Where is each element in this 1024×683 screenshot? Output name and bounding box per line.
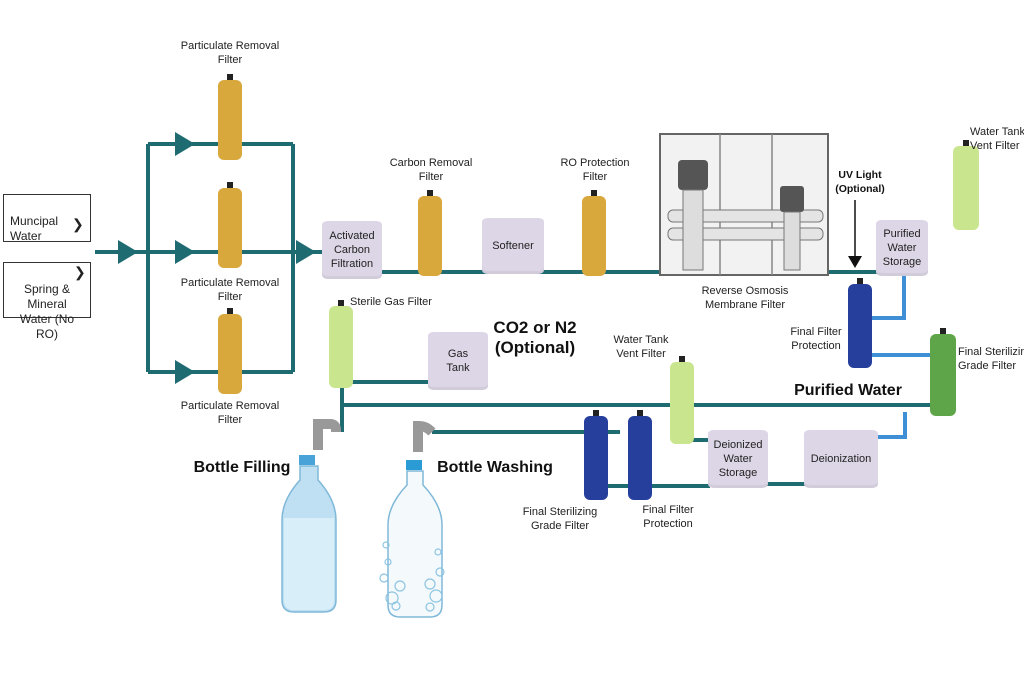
- municipal-water-label: Muncipal Water: [10, 214, 59, 243]
- particulate-filter-bot-label: Particulate Removal Filter: [180, 400, 280, 426]
- purified-water-label: Purified Water: [794, 382, 902, 399]
- vent-filter-top: [953, 146, 979, 230]
- activated-carbon-tank: Activated Carbon Filtration: [322, 221, 382, 279]
- final-sterilizing-bottom-label: Final Sterilizing Grade Filter: [522, 506, 598, 532]
- sterile-gas-label: Sterile Gas Filter: [350, 296, 432, 308]
- deionization-tank: Deionization: [804, 430, 878, 488]
- ro-protection-filter: [582, 196, 606, 276]
- chevron-right-icon: ❯: [74, 264, 86, 280]
- filter-caps: [227, 74, 969, 416]
- particulate-filter-top: [218, 80, 242, 160]
- arrow-to-carbon: [296, 240, 316, 264]
- final-sterilizing-filter-bottom: [584, 416, 608, 500]
- washing-nozzle: [413, 421, 436, 452]
- storage-to-final-protection-pipe: [870, 272, 906, 320]
- arrow-mid-branch: [175, 240, 195, 264]
- final-filter-protection-top-label: Final Filter Protection: [790, 326, 842, 352]
- softener-tank: Softener: [482, 218, 544, 274]
- uv-light-label: UV Light (Optional): [835, 169, 885, 195]
- carbon-removal-filter: [418, 196, 442, 276]
- final-sterilizing-right-label: Final Sterilizing Grade Filter: [958, 346, 1024, 372]
- bottle-filling-label: Bottle Filling: [193, 459, 291, 476]
- arrow-bot-branch: [175, 360, 195, 384]
- deionization-return-pipe: [878, 412, 907, 439]
- final-sterilizing-filter-right: [930, 334, 956, 416]
- carbon-removal-label: Carbon Removal Filter: [389, 157, 473, 183]
- particulate-filter-bot: [218, 314, 242, 394]
- washing-bottle: [379, 460, 445, 618]
- filters: [218, 80, 979, 500]
- spring-water-box: Spring & Mineral Water (No RO): [3, 262, 91, 341]
- reverse-osmosis-unit: [659, 133, 829, 276]
- particulate-filter-top-label: Particulate Removal Filter: [180, 40, 280, 66]
- flow-arrows: [118, 132, 316, 384]
- arrow-top-branch: [175, 132, 195, 156]
- filling-bottle: [281, 455, 337, 613]
- arrow-inlet: [118, 240, 138, 264]
- particulate-filter-mid-label: Particulate Removal Filter: [180, 277, 280, 303]
- sterile-gas-filter: [329, 306, 353, 388]
- final-protection-filter-top: [848, 284, 872, 368]
- purified-water-storage-tank: Purified Water Storage: [876, 220, 928, 276]
- final-filter-protection-bottom-label: Final Filter Protection: [642, 504, 694, 530]
- ro-protection-label: RO Protection Filter: [560, 157, 630, 183]
- particulate-filter-mid: [218, 188, 242, 268]
- co2-n2-label: CO2 or N2 (Optional): [493, 318, 577, 357]
- municipal-water-box: Muncipal Water: [3, 194, 91, 243]
- vent-filter-mid-label: Water Tank Vent Filter: [613, 334, 669, 360]
- uv-arrow-head: [848, 256, 862, 268]
- gas-tank: Gas Tank: [428, 332, 488, 390]
- bottle-washing-label: Bottle Washing: [437, 459, 553, 476]
- deionized-water-storage-tank: Deionized Water Storage: [708, 430, 768, 488]
- vent-filter-mid: [670, 362, 694, 444]
- chevron-right-icon: ❯: [72, 216, 84, 232]
- vent-filter-top-label: Water Tank Vent Filter: [970, 126, 1024, 152]
- filling-nozzle: [313, 419, 341, 450]
- spring-water-label: Spring & Mineral Water (No RO): [19, 282, 75, 341]
- final-protection-filter-bottom: [628, 416, 652, 500]
- reverse-osmosis-label: Reverse Osmosis Membrane Filter: [701, 285, 789, 311]
